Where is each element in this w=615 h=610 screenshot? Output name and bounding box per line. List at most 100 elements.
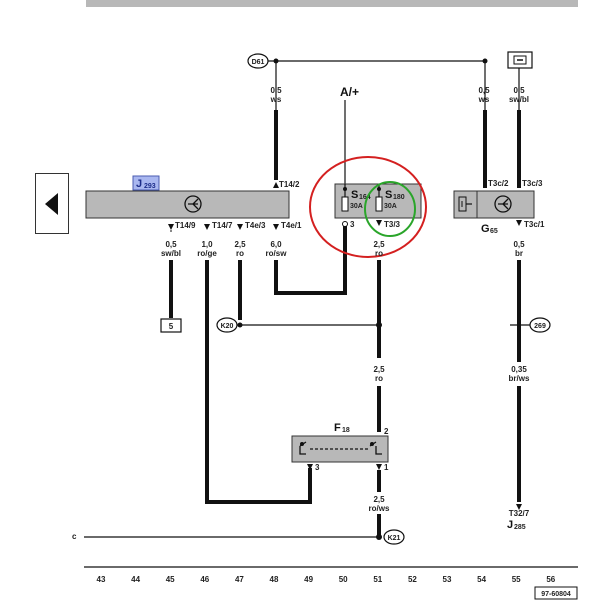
grid-number: 47 — [235, 575, 244, 584]
pin-t4e-1: T4e/1 — [281, 221, 302, 230]
wire-g65-size: 0,5 — [513, 240, 525, 249]
grid-number: 56 — [546, 575, 555, 584]
pin-t3c-2: T3c/2 — [488, 179, 509, 188]
wire-fuse-out-color: ro — [375, 249, 383, 258]
f18-pin-1: 1 — [384, 463, 389, 472]
s180-rating: 30A — [384, 203, 397, 210]
pin-t14-7: T14/7 — [212, 221, 233, 230]
grid-number: 55 — [512, 575, 521, 584]
s164-sub: 164 — [359, 194, 371, 201]
thermal-switch-icon — [184, 195, 202, 213]
green-highlight-circle — [364, 181, 416, 237]
connector-k20-label: K20 — [221, 323, 234, 330]
red-highlight-circle — [309, 156, 427, 258]
connector-269[interactable]: 269 — [529, 317, 551, 333]
wire-t149-color: sw/bl — [161, 249, 181, 258]
s164-rating: 30A — [350, 203, 363, 210]
wire-right-top-color: ws — [478, 95, 490, 104]
grid-number: 50 — [339, 575, 348, 584]
pin-arrow — [307, 464, 313, 470]
junction-dot — [237, 322, 243, 328]
sensor-icon — [458, 196, 472, 212]
ground-5-label: 5 — [169, 322, 174, 331]
fuse-pin-3: 3 — [350, 220, 355, 229]
connector-d61[interactable]: D61 — [247, 53, 269, 69]
wire-far-right-size: 0,5 — [513, 86, 525, 95]
wire-bottom-size: 2,5 — [373, 495, 385, 504]
pin-arrow — [204, 224, 210, 230]
top-frame-bar — [86, 0, 578, 7]
pin-arrow — [376, 464, 382, 470]
grid-number: 44 — [131, 575, 140, 584]
connector-k21-label: K21 — [388, 535, 401, 542]
figure-id-box: 97-60804 — [534, 586, 578, 600]
s164-prefix: S — [351, 189, 358, 201]
pin-arrow — [273, 182, 279, 188]
f18-pin-2: 2 — [384, 427, 389, 436]
j293-sub: 293 — [144, 183, 156, 190]
wire-t149-size: 0,5 — [165, 240, 177, 249]
grid-number: 48 — [270, 575, 279, 584]
previous-page-button[interactable] — [35, 173, 69, 234]
wire-mid-color: ro — [375, 374, 383, 383]
j293-badge: J 293 — [132, 175, 160, 191]
grid-numbers: 43 44 45 46 47 48 49 50 51 52 53 54 55 56 — [97, 575, 556, 584]
wire-t147-size: 1,0 — [201, 240, 213, 249]
pin-t4e-3: T4e/3 — [245, 221, 266, 230]
pin-t14-9: T14/9 — [175, 221, 196, 230]
pin-arrow — [516, 220, 522, 226]
connector-k20[interactable]: K20 — [216, 317, 238, 333]
pin-arrow — [237, 224, 243, 230]
connector-269-label: 269 — [534, 323, 546, 330]
figure-id: 97-60804 — [541, 591, 571, 598]
grid-number: 52 — [408, 575, 417, 584]
junction-dot — [376, 534, 382, 540]
j293-prefix: J — [136, 178, 142, 190]
pin-t14-2: T14/2 — [279, 180, 300, 189]
f18-prefix: F — [334, 422, 341, 434]
grid-number: 49 — [304, 575, 313, 584]
grid-number: 54 — [477, 575, 486, 584]
junction-dot — [376, 322, 382, 328]
pin-t3c-3: T3c/3 — [522, 179, 543, 188]
grid-number: 45 — [166, 575, 175, 584]
connector-k21[interactable]: K21 — [383, 529, 405, 545]
f18-pin-3: 3 — [315, 463, 320, 472]
f18-sub: 18 — [342, 427, 350, 434]
wire-t147 — [205, 260, 312, 504]
wire-right-top-size: 0,5 — [478, 86, 490, 95]
wire-mid-size: 2,5 — [373, 365, 385, 374]
wire-far-right-color: sw/bl — [509, 95, 529, 104]
pin-arrow — [273, 224, 279, 230]
wire-t4e1-size: 6,0 — [270, 240, 282, 249]
wire-t147-color: ro/ge — [197, 249, 217, 258]
fuse-pin-t3-3: T3/3 — [384, 220, 401, 229]
temperature-switch-icon — [299, 441, 307, 455]
bottom-left-mark: c — [72, 532, 77, 541]
connector-d61-label: D61 — [252, 59, 265, 66]
wire-j285-color: br/ws — [509, 374, 530, 383]
g65-sub: 65 — [490, 228, 498, 235]
wire-t4e1-color: ro/sw — [266, 249, 288, 258]
pin-3-ring — [342, 221, 348, 227]
g65-prefix: G — [481, 223, 490, 235]
grid-number: 53 — [443, 575, 452, 584]
pin-arrow — [168, 224, 174, 230]
grid-number: 51 — [373, 575, 382, 584]
wire-t4e3-size: 2,5 — [234, 240, 246, 249]
j285-prefix: J — [507, 519, 513, 531]
wire-t4e3-color: ro — [236, 249, 244, 258]
wire-j285-size: 0,35 — [511, 365, 527, 374]
arrow-left-icon — [45, 193, 58, 215]
wire-bottom-color: ro/ws — [369, 504, 390, 513]
grid-number: 46 — [200, 575, 209, 584]
pin-arrow — [516, 504, 522, 510]
wire-d61-color: ws — [270, 95, 282, 104]
pin-t32-7: T32/7 — [509, 509, 530, 518]
ground-icon — [507, 51, 533, 69]
supply-label: A/+ — [340, 85, 359, 99]
grid-number: 43 — [97, 575, 106, 584]
wire-t4e1 — [274, 226, 347, 295]
thermal-switch-icon — [494, 195, 512, 213]
